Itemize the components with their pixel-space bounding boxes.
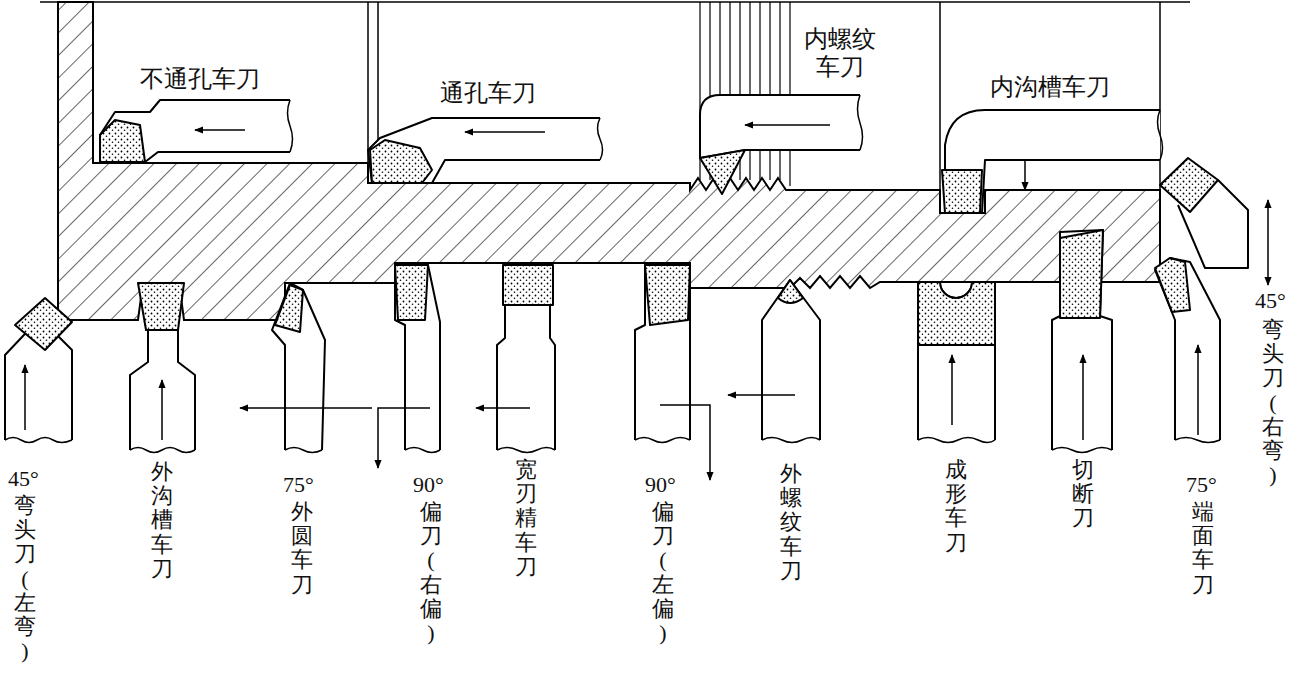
lathe-tools bbox=[368, 118, 600, 183]
lathe-tools bbox=[942, 170, 982, 213]
inner-thread-lines bbox=[769, 2, 770, 180]
tool-name: 外圆车刀 bbox=[291, 500, 313, 597]
lathe-tools bbox=[130, 330, 195, 450]
feed-arrows bbox=[1267, 200, 1269, 285]
angle-label: 45° bbox=[8, 466, 39, 491]
feed-arrows bbox=[25, 125, 1268, 480]
feed-arrows bbox=[195, 129, 245, 131]
shank-break bbox=[405, 448, 440, 453]
feed-arrows bbox=[476, 407, 530, 409]
lathe-tools bbox=[1060, 230, 1103, 318]
workpiece bbox=[40, 1, 1190, 3]
lathe-tools bbox=[138, 283, 184, 330]
lathe-tools bbox=[5, 95, 1248, 453]
feed-arrows bbox=[951, 355, 953, 425]
lathe-tools bbox=[15, 298, 72, 350]
lathe-tools bbox=[100, 100, 290, 162]
lathe-tools bbox=[497, 305, 555, 450]
lathe-tools bbox=[395, 265, 428, 320]
lathe-tools bbox=[1155, 258, 1190, 312]
feed-arrows bbox=[378, 408, 430, 468]
tool-name: 弯头刀(右弯) bbox=[1262, 318, 1284, 487]
tool-name: 外沟槽车刀 bbox=[151, 460, 173, 581]
tool-name: 偏刀(右偏) bbox=[420, 500, 442, 645]
tool-name: 通孔车刀 bbox=[440, 80, 536, 108]
lathe-tools bbox=[700, 95, 860, 158]
lathe-tools bbox=[1155, 258, 1220, 440]
feed-arrows bbox=[728, 394, 795, 396]
lathe-tools bbox=[100, 120, 145, 162]
inner-thread-lines bbox=[759, 2, 760, 180]
shank-break bbox=[130, 448, 195, 453]
shank-break bbox=[858, 95, 863, 150]
tool-name: 切断刀 bbox=[1072, 458, 1094, 531]
lathe-tools bbox=[1160, 158, 1218, 212]
tool-name: 内螺纹 车刀 bbox=[800, 26, 879, 81]
angle-label: 75° bbox=[1186, 472, 1217, 497]
tool-name: 偏刀(左偏) bbox=[652, 500, 674, 645]
workpiece bbox=[1159, 2, 1161, 190]
lathe-tools bbox=[1052, 230, 1112, 450]
workpiece bbox=[367, 2, 369, 163]
shank-break bbox=[285, 448, 322, 453]
angle-label: 75° bbox=[283, 472, 314, 497]
shank-break bbox=[5, 438, 72, 443]
lathe-tools bbox=[635, 265, 690, 440]
shank-break bbox=[1175, 438, 1220, 443]
shank-break bbox=[598, 118, 603, 160]
feed-arrows bbox=[660, 405, 710, 480]
lathe-tools bbox=[272, 283, 325, 450]
feed-arrows bbox=[465, 131, 545, 133]
shank-break bbox=[1052, 448, 1112, 453]
shank-break bbox=[918, 438, 995, 443]
tool-name: 宽刃精车刀 bbox=[515, 458, 537, 579]
tool-name: 端面车刀 bbox=[1192, 500, 1214, 597]
angle-label: 90° bbox=[413, 472, 444, 497]
inner-thread-lines bbox=[749, 2, 750, 180]
lathe-tools bbox=[370, 140, 432, 183]
lathe-tools bbox=[275, 285, 303, 332]
shank-break bbox=[1158, 110, 1163, 160]
shank-break bbox=[497, 448, 555, 453]
lathe-tools bbox=[918, 282, 995, 345]
shank-break bbox=[288, 100, 293, 152]
lathe-tools bbox=[762, 280, 820, 440]
tool-name: 弯头刀(左弯) bbox=[14, 494, 36, 663]
tool-name: 内沟槽车刀 bbox=[990, 74, 1110, 102]
feed-arrows bbox=[1082, 355, 1084, 440]
workpiece bbox=[939, 2, 941, 190]
lathe-tools bbox=[503, 265, 553, 305]
feed-arrows bbox=[24, 365, 26, 430]
workpiece-section bbox=[58, 2, 1160, 320]
lathe-tools bbox=[700, 150, 745, 194]
lathe-tools bbox=[918, 282, 995, 440]
feed-arrows bbox=[1197, 345, 1199, 435]
feed-arrows bbox=[240, 407, 372, 409]
tool-name: 不通孔车刀 bbox=[140, 66, 260, 94]
shank-break bbox=[635, 438, 690, 443]
workpiece bbox=[40, 2, 1190, 320]
angle-label: 90° bbox=[645, 472, 676, 497]
inner-thread-lines bbox=[779, 2, 780, 180]
feed-arrows bbox=[1024, 160, 1026, 190]
tool-name: 成形车刀 bbox=[945, 458, 967, 555]
lathe-tools bbox=[645, 265, 690, 325]
tool-name: 外螺纹车刀 bbox=[780, 462, 802, 583]
feed-arrows bbox=[161, 380, 163, 440]
lathe-tools bbox=[778, 280, 803, 303]
feed-arrows bbox=[745, 124, 830, 126]
angle-label: 45° bbox=[1255, 288, 1286, 313]
lathe-tools bbox=[395, 265, 440, 450]
shank-break bbox=[762, 438, 820, 443]
shank-break bbox=[5, 95, 1220, 453]
